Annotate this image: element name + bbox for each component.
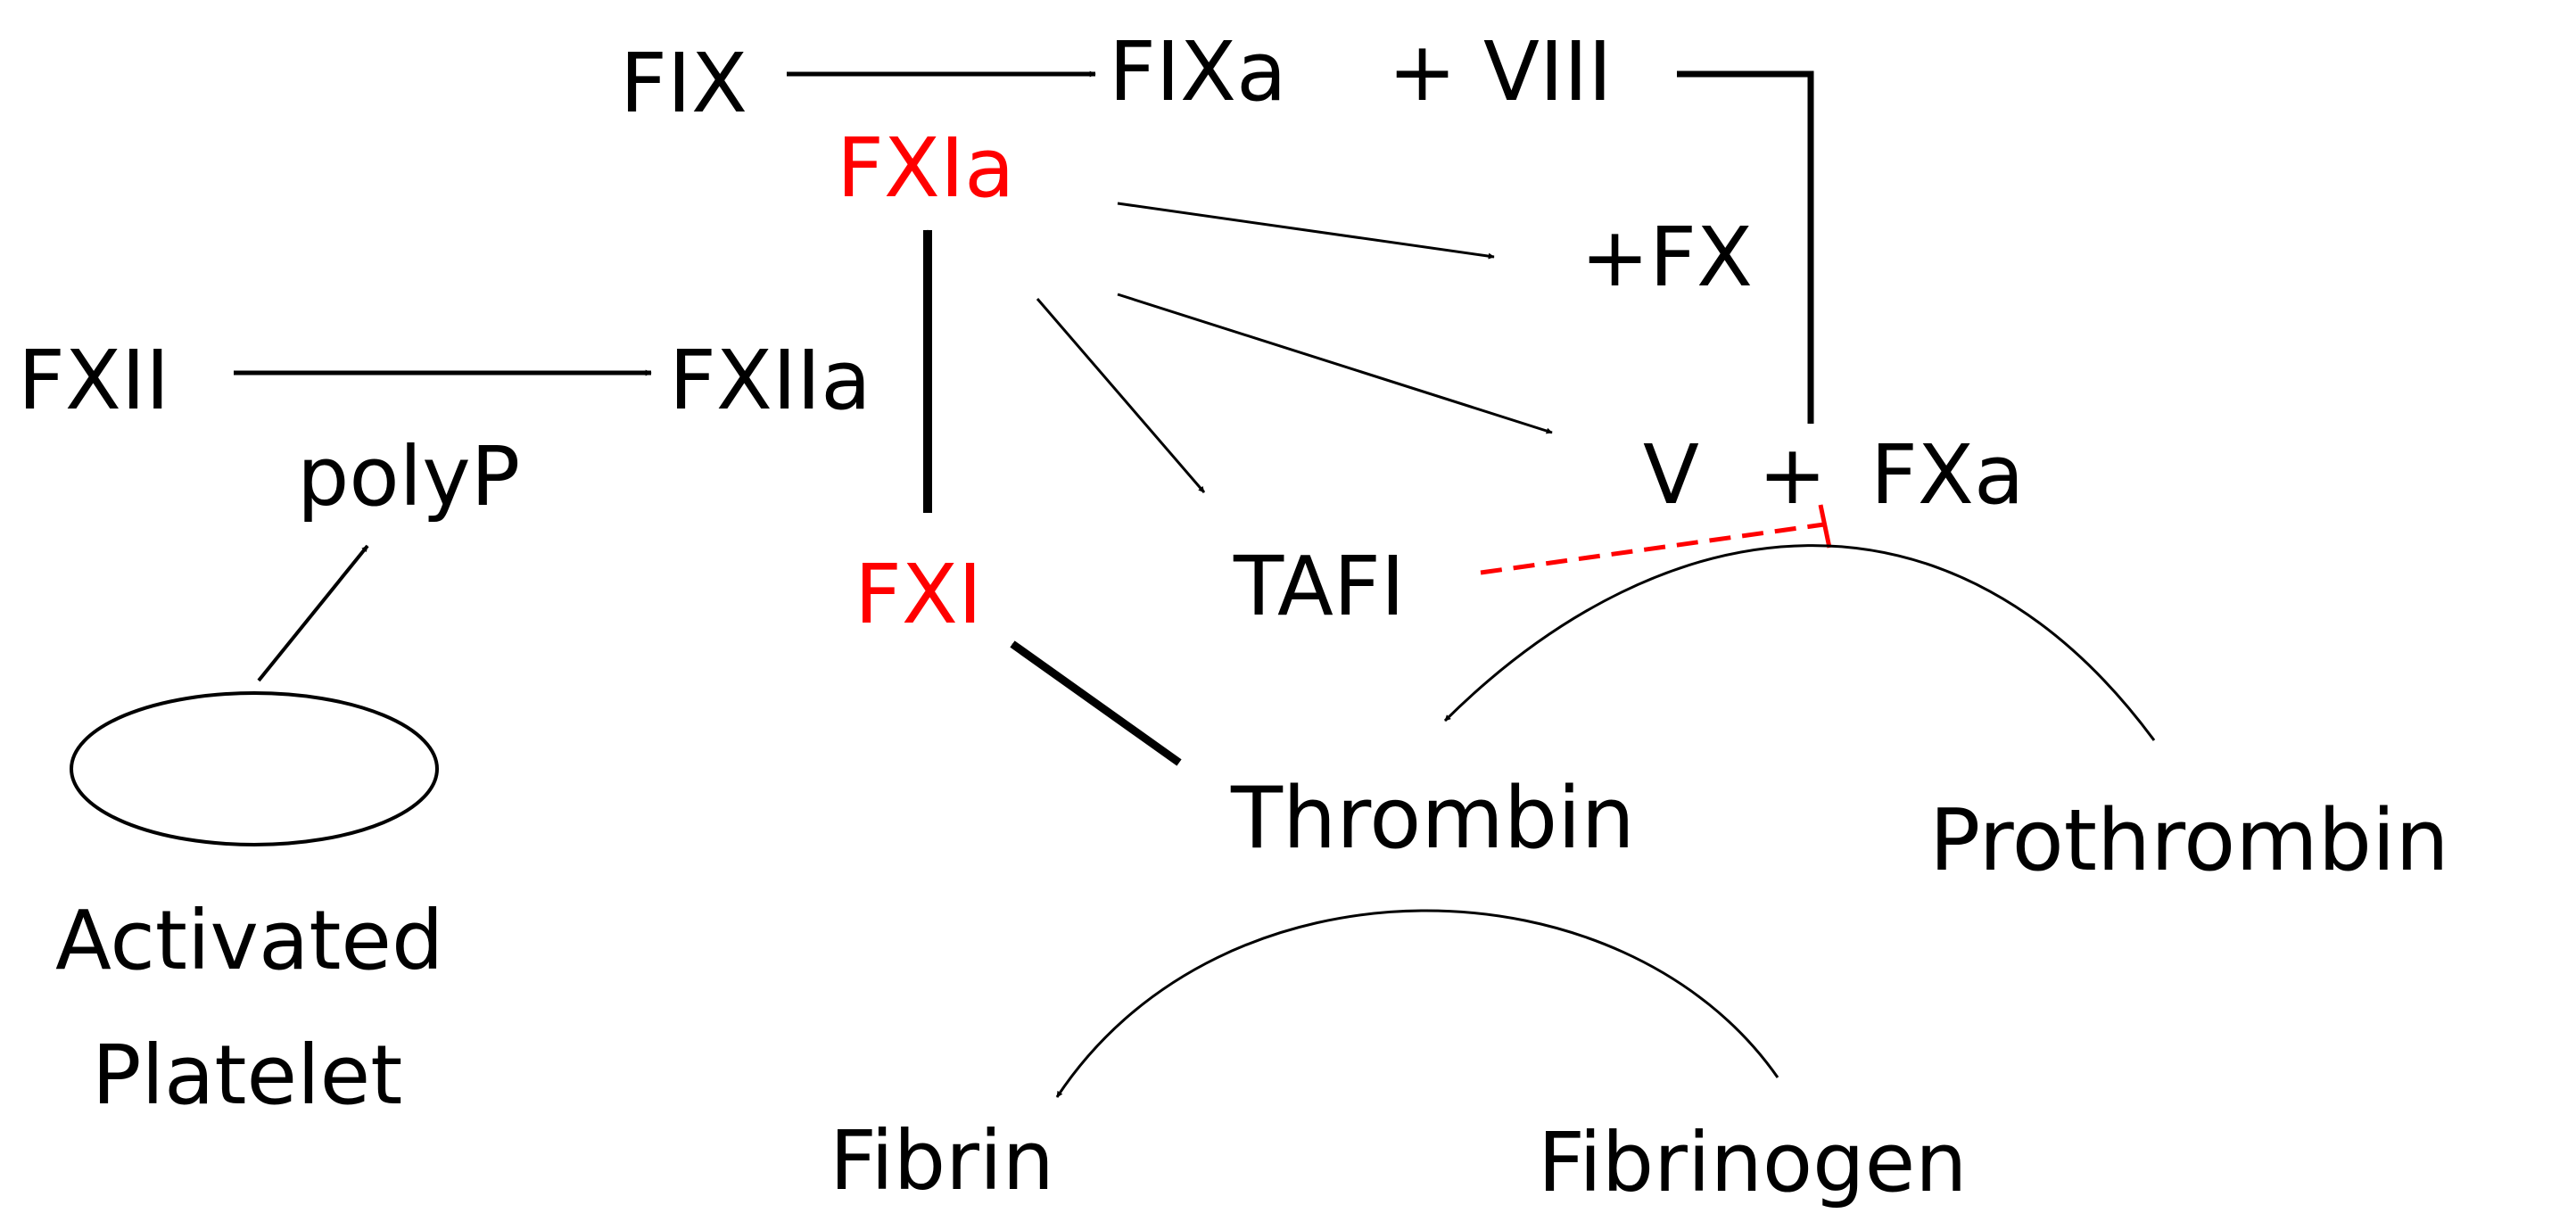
plus-top: + xyxy=(1388,24,1457,120)
arrow-viii-to-fxa xyxy=(1677,70,1814,425)
arrow-platelet-to-polyp xyxy=(257,544,369,682)
arrow-fxia-to-tafi xyxy=(1036,298,1206,493)
node-activated: Activated xyxy=(55,893,443,988)
arrow-thrombin-to-fxi xyxy=(1010,640,1182,766)
node-viii: VIII xyxy=(1483,24,1612,120)
plus-mid: + xyxy=(1758,427,1827,523)
node-platelet: Platelet xyxy=(92,1028,402,1123)
node-fxi: FXI xyxy=(855,547,982,642)
node-fibrinogen: Fibrinogen xyxy=(1538,1115,1967,1210)
node-plus-fx: +FX xyxy=(1581,210,1753,305)
node-fxiia: FXIIa xyxy=(669,333,871,428)
node-fixa: FIXa xyxy=(1109,24,1286,120)
arrow-fibrinogen-to-fibrin xyxy=(1055,909,1779,1098)
node-tafi: TAFI xyxy=(1233,539,1405,634)
activated-platelet-shape xyxy=(70,691,439,846)
node-polyp: polyP xyxy=(297,429,520,524)
arrow-fxia-to-fx xyxy=(1117,202,1495,260)
node-v: V xyxy=(1643,427,1699,523)
node-fxa: FXa xyxy=(1870,427,2024,523)
node-fxia: FXIa xyxy=(837,120,1014,216)
inhibition-bar xyxy=(1818,504,1832,549)
node-thrombin: Thrombin xyxy=(1230,770,1635,868)
node-fix: FIX xyxy=(620,36,747,131)
inhibition-tafi-to-vfxa xyxy=(1480,522,1825,575)
node-fibrin: Fibrin xyxy=(830,1113,1054,1209)
node-fxii: FXII xyxy=(18,333,169,428)
arrow-prothrombin-to-thrombin xyxy=(1443,544,2156,741)
node-prothrombin: Prothrombin xyxy=(1929,792,2449,890)
arrow-fxia-to-v xyxy=(1117,293,1553,434)
